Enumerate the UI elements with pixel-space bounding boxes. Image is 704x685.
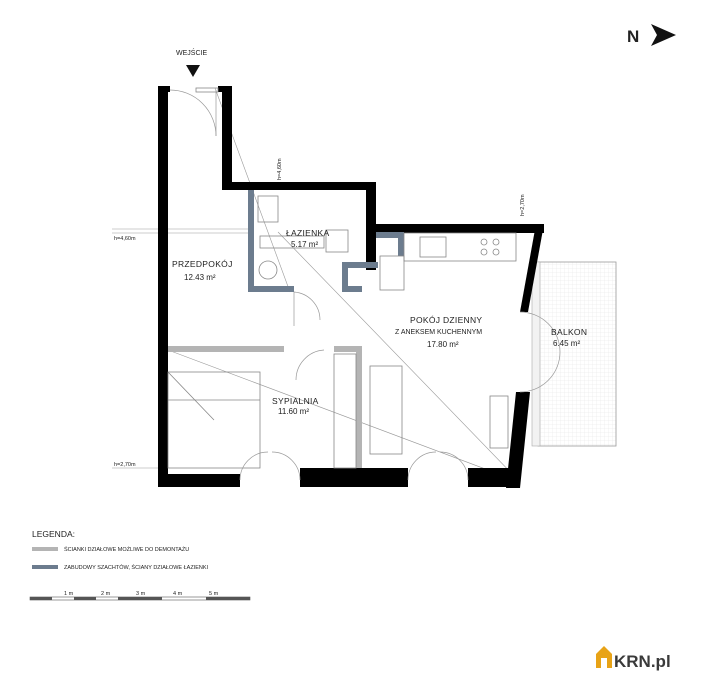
scale-tick-5: 5 m (209, 591, 219, 597)
legend-item-removable: ŚCIANKI DZIAŁOWE MOŻLIWE DO DEMONTAŻU (64, 545, 189, 553)
furniture (167, 87, 509, 469)
north-indicator: N (627, 24, 676, 46)
legend-swatch-removable (32, 547, 58, 551)
living-area: 17.80 m² (427, 340, 459, 349)
scale-tick-3: 3 m (136, 591, 146, 597)
balcony-name: BALKON (551, 327, 587, 337)
house-door-icon (601, 658, 607, 668)
load-bearing-walls (158, 86, 544, 488)
balcony-area (537, 261, 617, 447)
bathroom-fixtures (257, 195, 349, 280)
legend: LEGENDA: ŚCIANKI DZIAŁOWE MOŻLIWE DO DEM… (32, 529, 209, 571)
entrance-arrow-icon (186, 65, 200, 77)
kitchen-fixtures (379, 232, 517, 291)
height-left-upper: h=4,60m (114, 236, 136, 242)
scale-tick-4: 4 m (173, 591, 183, 597)
hall-area: 12.43 m² (184, 273, 216, 282)
removable-partitions (168, 346, 362, 468)
guide-lines (112, 87, 521, 483)
krn-logo[interactable]: KRN.pl (596, 646, 671, 671)
scale-bar: 1 m 2 m 3 m 4 m 5 m (29, 591, 251, 601)
living-name: POKÓJ DZIENNY (410, 315, 482, 325)
scale-tick-1: 1 m (64, 591, 74, 597)
scale-tick-2: 2 m (101, 591, 111, 597)
balcony-rail (531, 261, 541, 447)
house-icon (596, 646, 612, 668)
legend-title: LEGENDA: (32, 529, 75, 539)
logo-text: KRN.pl (614, 652, 671, 671)
north-label: N (627, 27, 639, 46)
bedroom-area: 11.60 m² (278, 407, 309, 416)
north-arrow-icon (651, 24, 676, 46)
height-left-lower: h=2,70m (114, 462, 136, 468)
bathroom-area: 5.17 m² (291, 240, 318, 249)
bathroom-name: ŁAZIENKA (286, 228, 330, 238)
height-bathroom: h=4,60m (277, 158, 283, 180)
living-subtitle: Z ANEKSEM KUCHENNYM (395, 329, 482, 336)
door-swings (169, 89, 561, 481)
bathroom-shaft-walls (248, 190, 404, 292)
bedroom-name: SYPIALNIA (272, 396, 319, 406)
legend-swatch-shaft (32, 565, 58, 569)
entrance-marker: WEJŚCIE (176, 48, 207, 77)
height-living: h=2,70m (520, 194, 526, 216)
legend-item-shaft: ZABUDOWY SZACHTÓW, ŚCIANY DZIAŁOWE ŁAZIE… (64, 563, 209, 571)
entrance-label: WEJŚCIE (176, 48, 207, 57)
hall-name: PRZEDPOKÓJ (172, 259, 233, 269)
balcony-area-value: 6.45 m² (553, 339, 580, 348)
